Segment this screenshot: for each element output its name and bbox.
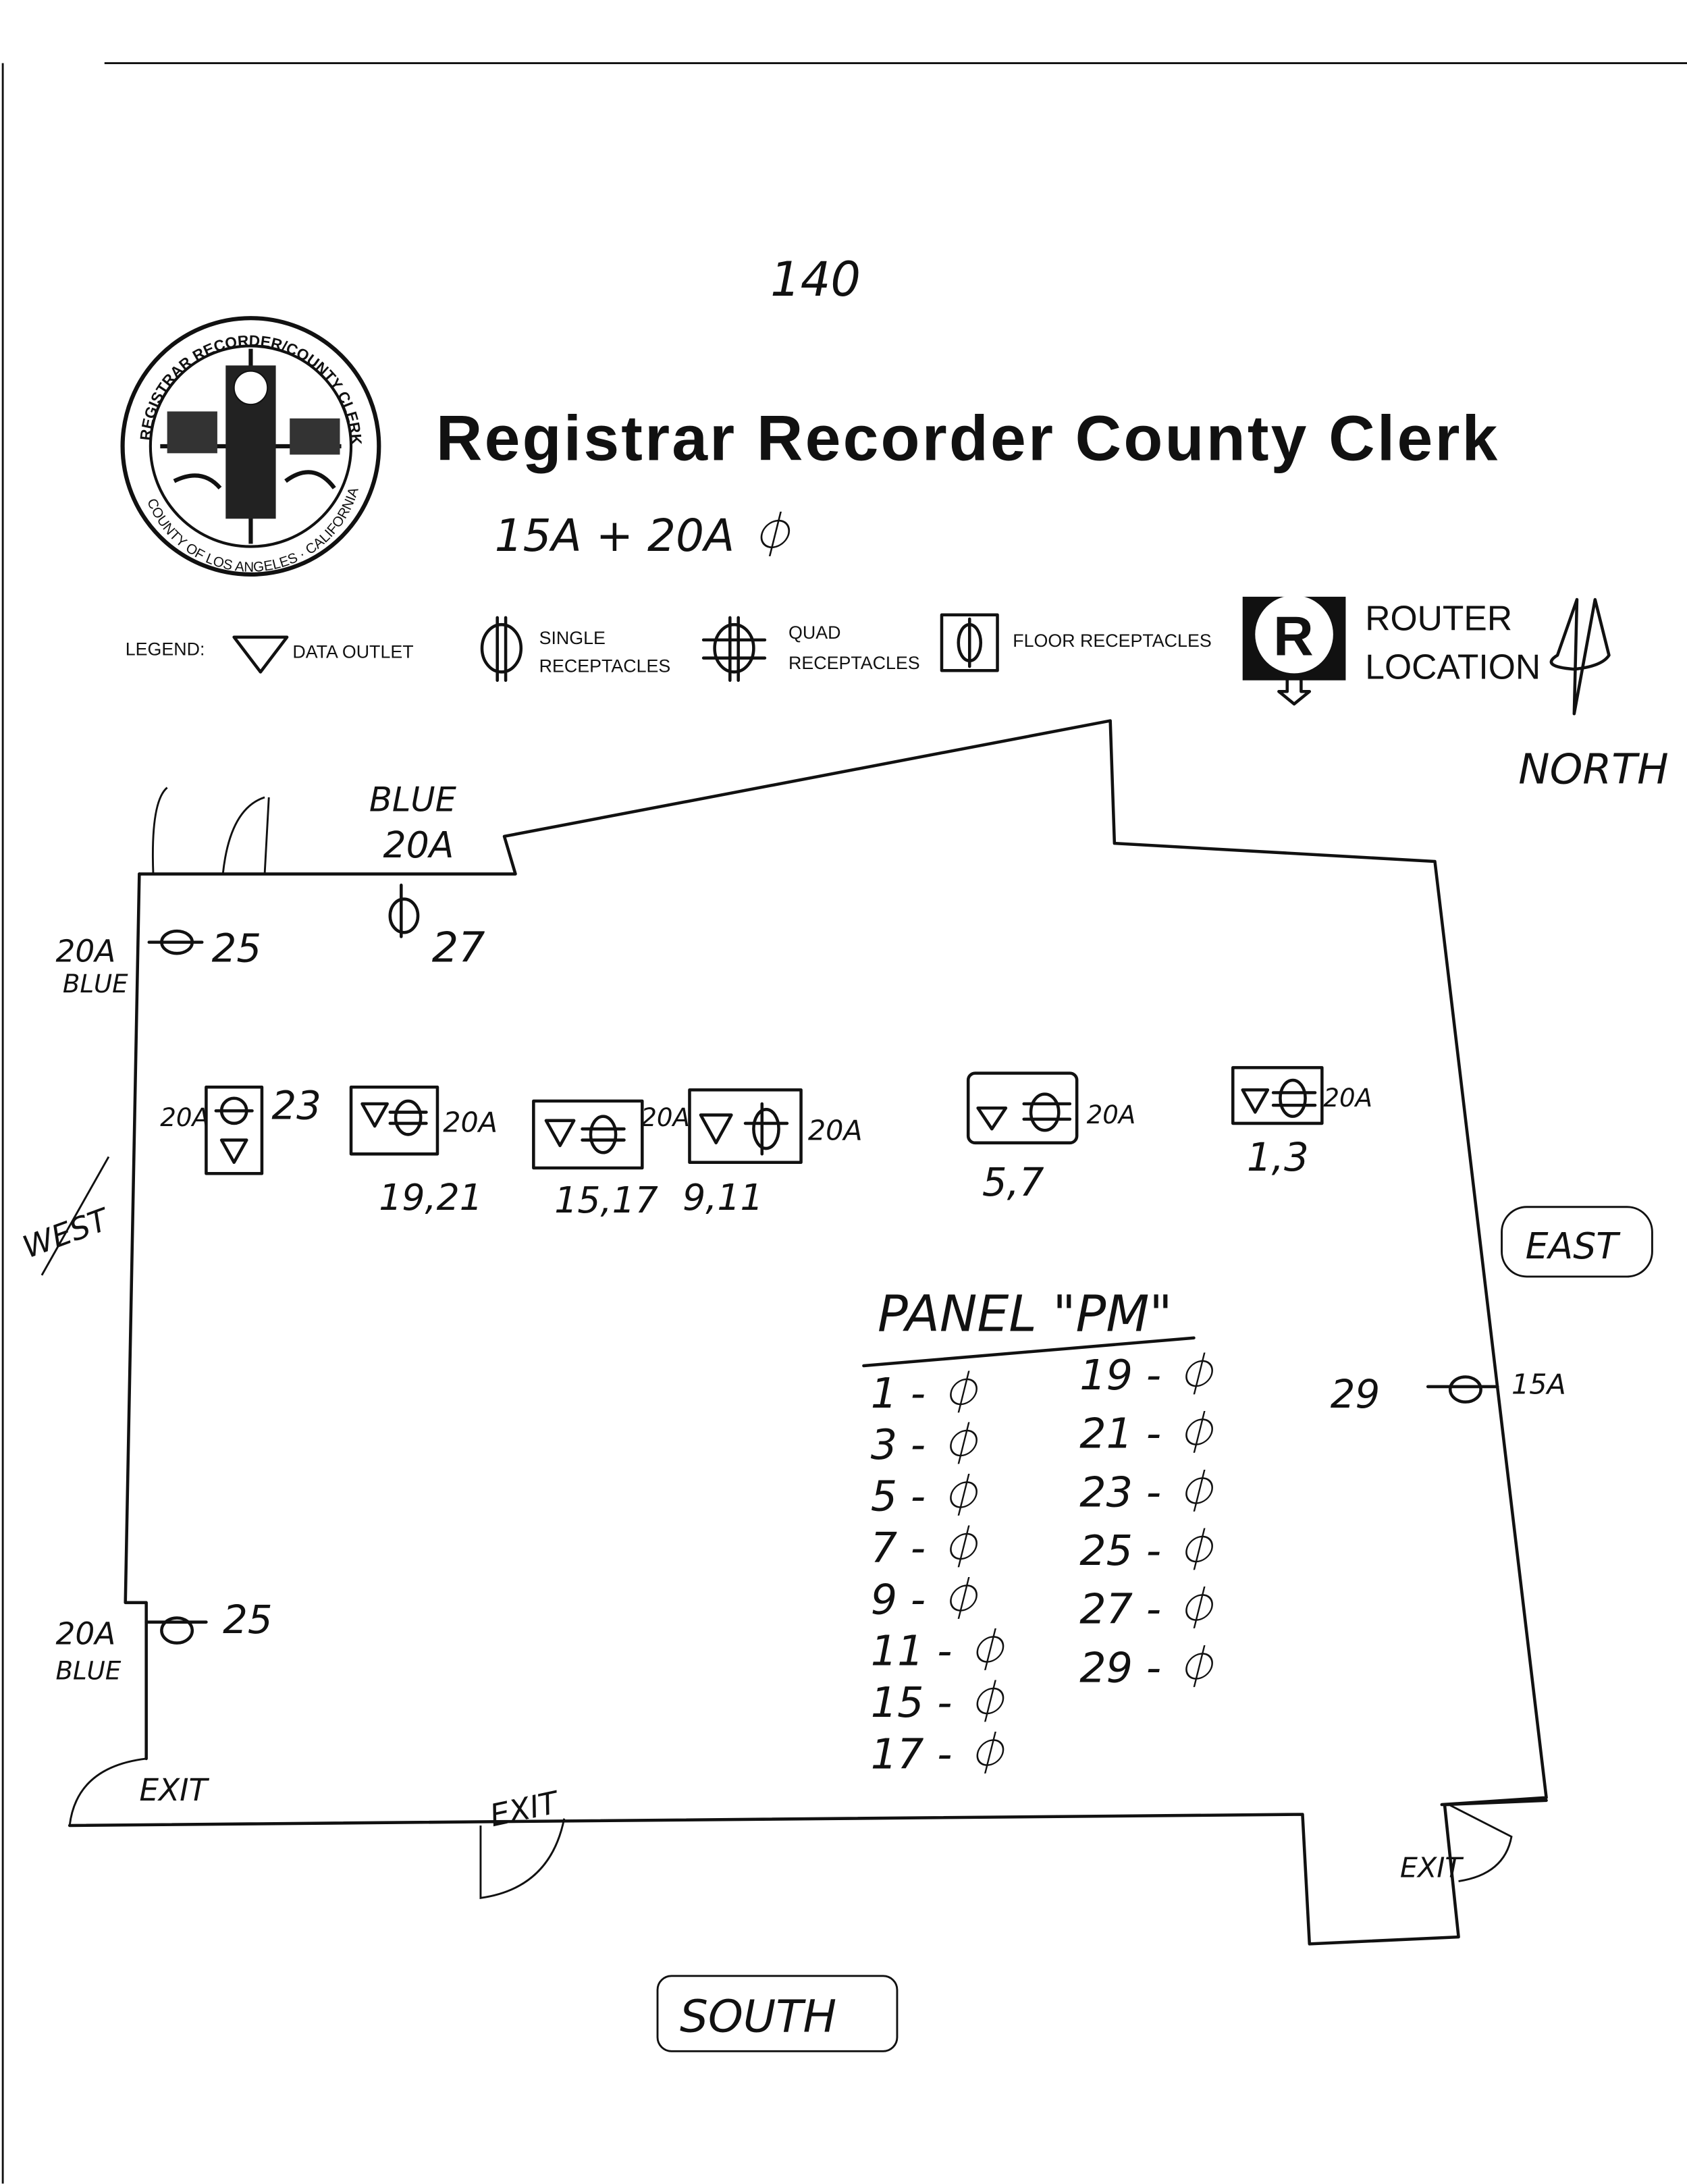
svg-text:EAST: EAST [1526, 1225, 1622, 1267]
svg-text:20A: 20A [1323, 1084, 1372, 1113]
legend-router-2: LOCATION [1365, 647, 1541, 687]
north-wall-amp: 20A [383, 824, 454, 866]
svg-text:20A: 20A [160, 1103, 209, 1132]
east-amp: 15A [1511, 1368, 1566, 1400]
sw-color: BLUE [56, 1656, 122, 1685]
svg-text:SOUTH: SOUTH [680, 1990, 836, 2042]
floor-box-15-17: 20A 15,17 [532, 1099, 690, 1221]
svg-text:20A: 20A [1087, 1100, 1136, 1129]
floor-box-23: 20A 23 [160, 1083, 321, 1175]
single-receptacle-icon [144, 1616, 208, 1645]
legend-label: LEGEND: [126, 639, 205, 660]
floor-box-5-7: 20A 5,7 [966, 1071, 1136, 1205]
room-outline [68, 719, 1548, 1946]
panel-circuit-entry: 1 - ⏀ [871, 1369, 981, 1418]
panel-circuit-entry: 9 - ⏀ [871, 1575, 981, 1624]
floor-receptacle-icon [940, 613, 999, 672]
panel-schedule: PANEL "PM" 1 - ⏀3 - ⏀5 - ⏀7 - ⏀9 - ⏀11 -… [862, 1284, 1216, 1778]
single-receptacle-icon [388, 883, 420, 938]
panel-circuit-entry: 15 - ⏀ [871, 1678, 1007, 1727]
sw-circuit: 25 [223, 1597, 273, 1643]
amperage-note: 15A + 20A ⏀ [495, 510, 794, 562]
door-swing [1448, 1803, 1513, 1882]
svg-text:19,21: 19,21 [379, 1176, 483, 1219]
door-swing [68, 1757, 146, 1826]
quad-receptacle-icon [701, 616, 767, 682]
exit-south: EXIT [487, 1784, 563, 1834]
single-receptacle-icon [147, 929, 204, 955]
panel-left-column: 1 - ⏀3 - ⏀5 - ⏀7 - ⏀9 - ⏀11 - ⏀15 - ⏀17 … [871, 1369, 1007, 1778]
panel-circuit-entry: 7 - ⏀ [871, 1524, 981, 1572]
north-wall-circuit: 27 [432, 924, 485, 972]
svg-text:1,3: 1,3 [1247, 1134, 1309, 1180]
legend-single-1: SINGLE [539, 628, 606, 648]
legend: LEGEND: DATA OUTLET SINGLE RECEPTACLES Q… [126, 595, 1541, 706]
panel-circuit-entry: 19 - ⏀ [1079, 1351, 1216, 1400]
svg-text:5,7: 5,7 [982, 1159, 1044, 1205]
svg-text:20A: 20A [808, 1115, 863, 1147]
panel-circuit-entry: 5 - ⏀ [871, 1472, 981, 1521]
panel-right-column: 19 - ⏀ 21 - ⏀ 23 - ⏀ 25 - ⏀ 27 - ⏀ 29 - ⏀ [1079, 1351, 1216, 1692]
floor-box-1-3: 20A 1,3 [1231, 1066, 1372, 1180]
compass-north: NORTH [1518, 745, 1668, 793]
panel-circuit-entry: 29 - ⏀ [1079, 1643, 1216, 1692]
compass-west: WEST [18, 1156, 115, 1276]
panel-circuit-entry: 11 - ⏀ [871, 1627, 1007, 1676]
legend-floor: FLOOR RECEPTACLES [1013, 631, 1212, 651]
legend-data-outlet: DATA OUTLET [292, 642, 413, 662]
router-icon: R [1242, 595, 1346, 706]
exit-southeast: EXIT [1400, 1851, 1464, 1884]
floor-box-9-11: 20A 9,11 [682, 1088, 863, 1219]
panel-title: PANEL "PM" [878, 1284, 1173, 1343]
panel-circuit-entry: 27 - ⏀ [1079, 1585, 1216, 1634]
north-wall-color: BLUE [369, 780, 457, 820]
svg-text:WEST: WEST [18, 1201, 115, 1265]
county-seal-logo: REGISTRAR RECORDER/COUNTY CLERK COUNTY O… [120, 316, 381, 577]
svg-text:20A: 20A [443, 1106, 498, 1138]
document-title: Registrar Recorder County Clerk [436, 403, 1498, 475]
exit-southwest: EXIT [139, 1772, 209, 1808]
panel-circuit-entry: 23 - ⏀ [1079, 1468, 1216, 1516]
door-swing [479, 1818, 566, 1899]
data-outlet-icon [232, 635, 289, 674]
nw-color: BLUE [63, 969, 128, 998]
sw-amp: 20A [56, 1616, 116, 1652]
page-number: 140 [770, 252, 861, 307]
single-receptacle-icon [480, 616, 523, 682]
panel-circuit-entry: 17 - ⏀ [871, 1730, 1007, 1778]
legend-single-2: RECEPTACLES [539, 656, 671, 676]
panel-circuit-entry: 21 - ⏀ [1079, 1410, 1216, 1458]
svg-text:23: 23 [271, 1083, 321, 1129]
svg-text:15,17: 15,17 [554, 1179, 658, 1221]
svg-text:R: R [1273, 606, 1314, 668]
compass-east: EAST [1501, 1206, 1653, 1278]
north-arrow-icon [1549, 597, 1611, 716]
panel-circuit-entry: 25 - ⏀ [1079, 1526, 1216, 1575]
panel-circuit-entry: 3 - ⏀ [871, 1420, 981, 1469]
nw-amp: 20A [56, 934, 116, 969]
east-circuit: 29 [1331, 1371, 1381, 1417]
nw-circuit: 25 [212, 926, 262, 971]
floor-box-19-21: 20A 19,21 [349, 1086, 498, 1219]
svg-text:20A: 20A [641, 1103, 690, 1132]
legend-router-1: ROUTER [1365, 598, 1512, 637]
legend-quad-2: RECEPTACLES [788, 653, 920, 673]
svg-text:9,11: 9,11 [682, 1176, 763, 1219]
compass-south: SOUTH [656, 1975, 899, 2052]
single-receptacle-icon [1426, 1375, 1499, 1404]
legend-quad-1: QUAD [788, 622, 840, 643]
